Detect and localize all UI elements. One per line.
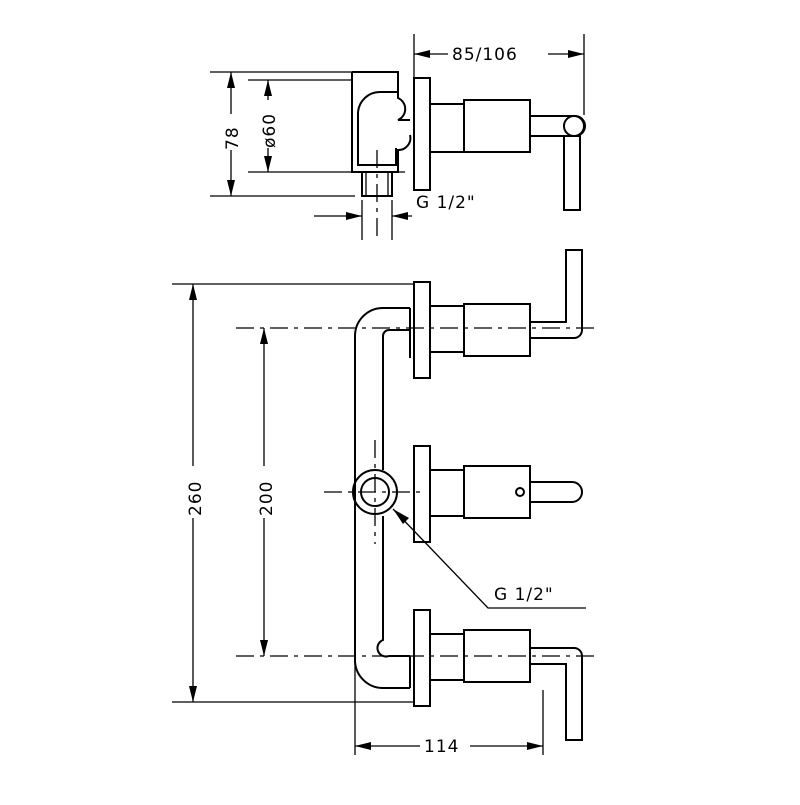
- dimension-overall-height: 260: [180, 284, 206, 702]
- thread-top-label: G 1/2": [416, 193, 476, 213]
- width-front-label: 114: [424, 737, 459, 757]
- flange-diameter-label: ø60: [260, 113, 280, 148]
- side-view: [210, 34, 586, 242]
- height-side-label: 78: [223, 126, 243, 150]
- overall-height-label: 260: [186, 481, 206, 516]
- dimension-thread-front: G 1/2": [392, 508, 586, 609]
- thread-front-label: G 1/2": [494, 585, 554, 605]
- front-view: [172, 249, 594, 755]
- depth-range-label: 85/106: [452, 45, 518, 65]
- dimension-height-side: 78: [218, 72, 244, 196]
- centre-distance-label: 200: [257, 481, 277, 516]
- dimension-width-front: 114: [355, 734, 543, 757]
- dimension-flange-diameter: ø60: [256, 80, 282, 172]
- dimension-centre-distance: 200: [251, 328, 277, 656]
- dimension-depth: 85/106: [414, 42, 584, 65]
- dimension-thread-top: G 1/2": [314, 193, 476, 240]
